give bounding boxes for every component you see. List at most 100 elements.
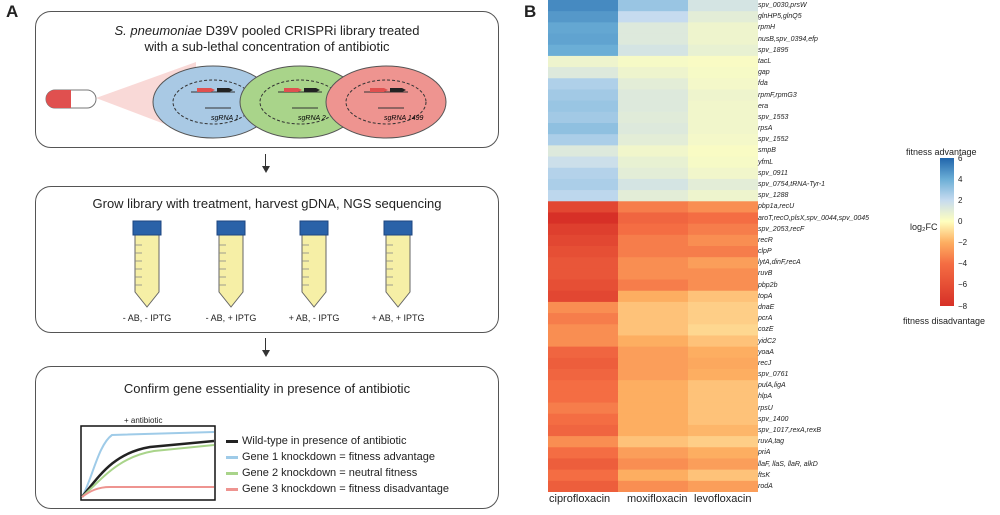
heatmap-cell bbox=[548, 212, 619, 225]
heatmap-gene-label: rpmF,rpmG3 bbox=[758, 91, 797, 99]
heatmap-cell bbox=[688, 178, 758, 191]
heatmap-gene-label: pulA,ligA bbox=[758, 382, 786, 390]
heatmap-cell bbox=[688, 212, 758, 225]
step2-title: Grow library with treatment, harvest gDN… bbox=[92, 196, 442, 211]
heatmap-cell bbox=[548, 55, 619, 68]
heatmap-cell bbox=[618, 212, 689, 225]
heatmap-cell bbox=[548, 78, 619, 90]
heatmap-gene-label: yoaA bbox=[758, 348, 774, 356]
heatmap-gene-label: yidC2 bbox=[758, 337, 776, 345]
heatmap-cell bbox=[618, 380, 689, 392]
heatmap-gene-label: clpP bbox=[758, 248, 772, 256]
colorbar-tick-label: −8 bbox=[958, 301, 968, 311]
heatmap-cell bbox=[548, 402, 619, 415]
column-label-ciprofloxacin: ciprofloxacin bbox=[549, 493, 611, 505]
step1-box: S. pneumoniae D39V pooled CRISPRi librar… bbox=[35, 11, 499, 148]
heatmap-cell bbox=[688, 234, 758, 247]
heatmap-cell bbox=[688, 279, 758, 292]
colorbar-tick-label: −2 bbox=[958, 238, 968, 248]
heatmap-cell bbox=[548, 0, 619, 12]
heatmap-cell bbox=[618, 257, 689, 269]
heatmap-cell bbox=[688, 201, 758, 213]
colorbar-tick-label: 0 bbox=[958, 216, 963, 226]
sgrna-label-3: sgRNA 1499 bbox=[384, 115, 424, 122]
legend-swatch-gene3 bbox=[226, 487, 238, 491]
heatmap-cell bbox=[548, 268, 619, 281]
step3-box: Confirm gene essentiality in presence of… bbox=[35, 366, 499, 509]
heatmap-cell bbox=[688, 89, 758, 102]
heatmap-gene-label: aroT,recO,plsX,spv_0044,spv_0045 bbox=[758, 214, 870, 222]
heatmap-cell bbox=[618, 290, 689, 303]
panel-letter-b: B bbox=[524, 2, 537, 21]
tube-cap-3 bbox=[299, 220, 329, 236]
column-label-levofloxacin: levofloxacin bbox=[694, 493, 752, 505]
colorbar-tick-label: 6 bbox=[958, 153, 963, 163]
heatmap-cell bbox=[688, 324, 758, 336]
heatmap-gene-label: spv_1288 bbox=[758, 192, 789, 200]
heatmap-cell bbox=[548, 167, 619, 180]
heatmap-cell bbox=[688, 22, 758, 35]
heatmap-gene-label: spv_1553 bbox=[758, 113, 789, 121]
heatmap-cell bbox=[688, 346, 758, 359]
heatmap-gene-label: rpsA bbox=[758, 125, 773, 133]
colorbar-bottom-label: fitness disadvantage bbox=[903, 316, 986, 326]
tube-row bbox=[132, 220, 413, 308]
heatmap-gene-label: spv_1895 bbox=[758, 46, 789, 54]
heatmap-cell bbox=[618, 201, 689, 213]
heatmap-cell bbox=[688, 78, 758, 90]
curve-gene3 bbox=[81, 486, 214, 498]
heatmap-gene-label: spv_2053,recF bbox=[758, 225, 805, 233]
heatmap-cell bbox=[688, 268, 758, 281]
heatmap-cell bbox=[618, 33, 689, 46]
heatmap-cell bbox=[548, 100, 619, 113]
heatmap-cell bbox=[548, 480, 619, 492]
heatmap-gene-label: ftsK bbox=[758, 471, 771, 479]
heatmap-gene-label: ruvB bbox=[758, 270, 773, 278]
heatmap-cell bbox=[548, 22, 619, 35]
heatmap-cell bbox=[618, 447, 689, 459]
heatmap-gene-label: lytA,dinF,recA bbox=[758, 259, 801, 267]
legend-item-gene2: Gene 2 knockdown = neutral fitness bbox=[226, 467, 417, 479]
heatmap-cell bbox=[688, 11, 758, 23]
heatmap-cell bbox=[688, 313, 758, 325]
heatmap-cell bbox=[548, 391, 619, 404]
heatmap-gene-label: spv_0911 bbox=[758, 169, 788, 177]
heatmap-cell bbox=[548, 357, 619, 370]
culture-tube-2 bbox=[216, 220, 246, 308]
heatmap-cell bbox=[548, 324, 619, 336]
heatmap-cell bbox=[618, 44, 689, 57]
heatmap-cell bbox=[548, 335, 619, 348]
legend-swatch-gene1 bbox=[226, 455, 238, 459]
heatmap-cell bbox=[688, 436, 758, 448]
bacterium-cell-3: sgRNA 1499 bbox=[325, 65, 447, 139]
legend-swatch-gene2 bbox=[226, 471, 238, 475]
heatmap-cell bbox=[618, 313, 689, 325]
heatmap-gene-label: recJ bbox=[758, 359, 772, 367]
heatmap-cell bbox=[618, 22, 689, 35]
heatmap-cell bbox=[548, 413, 619, 426]
heatmap-gene-label: pbp1a,recU bbox=[758, 203, 795, 211]
heatmap-cell bbox=[688, 100, 758, 113]
column-label-moxifloxacin: moxifloxacin bbox=[627, 493, 688, 505]
heatmap-cell bbox=[548, 111, 619, 124]
heatmap-cell bbox=[618, 223, 689, 236]
heatmap-cell bbox=[618, 424, 689, 437]
heatmap-cell bbox=[548, 67, 619, 79]
heatmap-gene-label: nusB,spv_0394,efp bbox=[758, 35, 818, 43]
tube-cap-4 bbox=[383, 220, 413, 236]
heatmap-cell bbox=[548, 458, 619, 471]
step2-box: Grow library with treatment, harvest gDN… bbox=[35, 186, 499, 333]
heatmap-cell bbox=[688, 33, 758, 46]
heatmap-cell bbox=[618, 0, 689, 12]
panel-letter-a: A bbox=[6, 2, 19, 21]
heatmap-cell bbox=[688, 145, 758, 158]
heatmap-cell bbox=[618, 111, 689, 124]
heatmap-gene-label: recR bbox=[758, 236, 773, 244]
culture-tube-1 bbox=[132, 220, 162, 308]
colorbar-tick-label: 4 bbox=[958, 174, 963, 184]
heatmap-cell bbox=[618, 67, 689, 79]
heatmap-cell bbox=[618, 55, 689, 68]
heatmap-cell bbox=[688, 290, 758, 303]
heatmap-cell bbox=[688, 402, 758, 415]
